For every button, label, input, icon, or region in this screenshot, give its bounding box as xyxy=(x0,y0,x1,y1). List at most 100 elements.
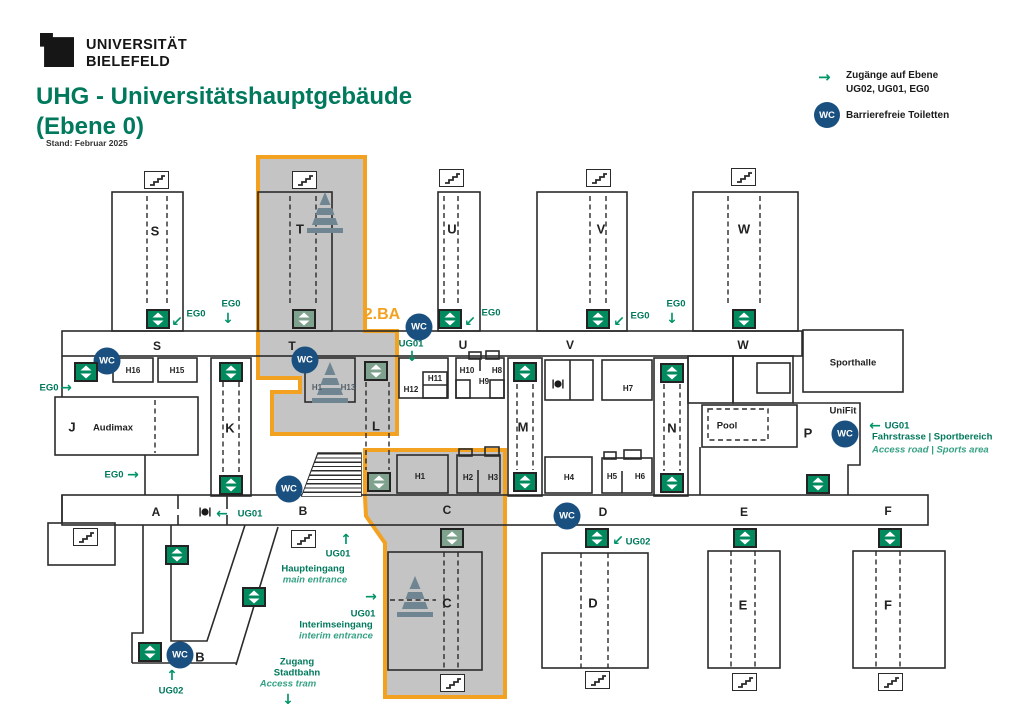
direction-arrow-icon: ↓ xyxy=(222,311,234,327)
stairs-icon xyxy=(144,171,169,189)
map-label: K xyxy=(225,420,235,436)
map-label: Pool xyxy=(716,420,738,432)
map-label: EG0 xyxy=(221,298,241,310)
direction-arrow-icon: ↙ xyxy=(612,533,624,549)
map-label: Sporthalle xyxy=(829,357,877,369)
stairs-icon xyxy=(585,671,610,689)
stairs-icon xyxy=(732,673,757,691)
wc-icon: WC xyxy=(291,346,319,374)
map-label: EG0 xyxy=(186,308,206,320)
map-label: Interimseingang xyxy=(299,619,373,631)
direction-arrow-icon: ↓ xyxy=(282,692,294,708)
university-logo-text: UNIVERSITÄT BIELEFELD xyxy=(86,37,187,70)
map-label: E xyxy=(739,505,749,519)
page-title: UHG - Universitätshauptgebäude (Ebene 0) xyxy=(36,83,413,140)
map-label: P xyxy=(803,425,813,441)
map-label: D xyxy=(588,595,598,611)
audimax-outline xyxy=(54,396,199,456)
map-label: EG0 xyxy=(630,310,650,322)
map-label: Access road | Sports area xyxy=(872,444,989,456)
map-label: Access tram xyxy=(259,678,317,690)
map-label: H15 xyxy=(169,366,185,375)
map-label: Zugang xyxy=(279,656,315,668)
map-label: EG0 xyxy=(39,382,59,394)
map-label: UG01 xyxy=(350,608,376,620)
pool-room xyxy=(701,404,798,448)
map-label: UG02 xyxy=(158,685,184,697)
map-label: Haupteingang xyxy=(281,563,345,575)
university-logo xyxy=(40,33,74,67)
map-label: T xyxy=(296,221,304,237)
map-label: H1 xyxy=(311,383,323,392)
map-label: H4 xyxy=(563,473,575,482)
map-label: V xyxy=(596,221,606,237)
map-label: interim entrance xyxy=(299,630,373,642)
elevator-icon xyxy=(364,361,388,386)
wc-icon: WC xyxy=(814,102,840,128)
elevator-icon xyxy=(242,587,266,612)
food-icon xyxy=(552,377,564,395)
logo-line2: BIELEFELD xyxy=(86,53,171,70)
map-label: Stadtbahn xyxy=(273,667,321,679)
elevator-icon xyxy=(138,642,162,667)
map-label: H9 xyxy=(478,377,490,386)
elevator-icon xyxy=(74,362,98,387)
map-label: H6 xyxy=(634,472,646,481)
elevator-icon xyxy=(219,475,243,500)
direction-arrow-icon: ↓ xyxy=(666,311,678,327)
stairs-icon xyxy=(440,674,465,692)
map-label: EG0 xyxy=(481,307,501,319)
map-label: J xyxy=(68,419,76,435)
map-label: W xyxy=(737,338,749,352)
map-label: UG01 xyxy=(237,508,263,520)
map-label: D xyxy=(598,505,608,519)
map-label: H11 xyxy=(427,374,443,383)
elevator-icon xyxy=(660,473,684,498)
wc-legend-label: Barrierefreie Toiletten xyxy=(846,110,950,121)
map-label: H16 xyxy=(125,366,141,375)
wc-icon: WC xyxy=(405,313,433,341)
direction-arrow-icon: ← xyxy=(216,506,228,522)
elevator-icon xyxy=(513,472,537,497)
direction-arrow-icon: ↑ xyxy=(166,668,178,684)
elevator-icon xyxy=(367,472,391,497)
stairs-icon xyxy=(73,528,98,546)
access-legend-label: Zugänge auf Ebene UG02, UG01, EG0 xyxy=(846,70,939,95)
map-label: U xyxy=(447,221,457,237)
map-label: H12 xyxy=(403,385,419,394)
wc-icon: WC xyxy=(553,502,581,530)
map-label: H2 xyxy=(462,473,474,482)
wc-icon: WC xyxy=(275,475,303,503)
map-label: T xyxy=(288,339,296,353)
map-label: H3 xyxy=(487,473,499,482)
elevator-icon xyxy=(733,528,757,553)
upper-corridor xyxy=(61,330,803,357)
elevator-icon xyxy=(660,363,684,388)
wc-icon: WC xyxy=(166,641,194,669)
direction-arrow-icon: ↑ xyxy=(340,532,352,548)
logo-line1: UNIVERSITÄT xyxy=(86,37,188,53)
sporthalle-outline xyxy=(802,329,904,393)
map-label: V xyxy=(565,338,575,352)
elevator-icon xyxy=(440,528,464,553)
elevator-icon xyxy=(513,362,537,387)
elevator-icon xyxy=(219,362,243,387)
map-label: UG01 xyxy=(325,548,351,560)
elevator-icon xyxy=(146,309,170,334)
date-note: Stand: Februar 2025 xyxy=(46,138,128,148)
stairs-icon xyxy=(292,171,317,189)
map-label: UniFit xyxy=(829,405,857,417)
map-label: UG01 xyxy=(884,420,910,432)
elevator-icon xyxy=(292,309,316,334)
map-label: N xyxy=(667,420,677,436)
map-label: H7 xyxy=(622,384,634,393)
direction-arrow-icon: → xyxy=(365,589,377,605)
map-label: 2.BA xyxy=(363,306,401,323)
elevator-icon xyxy=(165,545,189,570)
stairs-icon xyxy=(291,530,316,548)
direction-arrow-icon: ↙ xyxy=(613,314,625,330)
stairs-icon xyxy=(878,673,903,691)
construction-cone-icon xyxy=(311,362,349,413)
map-label: C xyxy=(442,503,452,517)
